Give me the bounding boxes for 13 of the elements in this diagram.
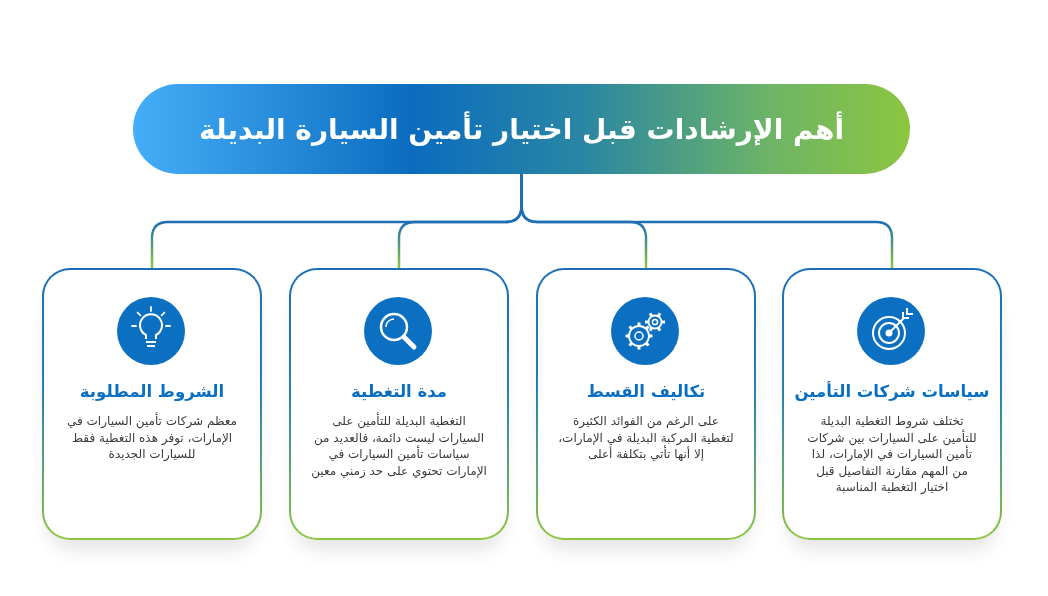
card (289, 268, 509, 540)
card-heading: سياسات شركات التأمين (793, 381, 991, 403)
card (42, 268, 262, 540)
card-text: التغطية البديلة للتأمين على السيارات ليست دائمة، فالعديد من سياسات تأمين السيارات في الإمارات تحتوي على حد زمني معين (310, 413, 488, 479)
card-text: تختلف شروط التغطية البديلة للتأمين على السيارات بين شركات تأمين السيارات في الإمارات، لذا من المهم مقارنة التفاصيل قبل اختيار التغطية المناسبة (806, 413, 978, 496)
card (782, 268, 1002, 540)
card (536, 268, 756, 540)
card-heading: الشروط المطلوبة (78, 381, 226, 403)
card-text: على الرغم من الفوائد الكثيرة لتغطية المركبة البديلة في الإمارات، إلا أنها تأتي بتكلفة أعلى (557, 413, 735, 463)
card-heading: تكاليف القسط (585, 381, 707, 403)
card-text: معظم شركات تأمين السيارات في الإمارات، توفر هذه التغطية فقط للسيارات الجديدة (66, 413, 238, 463)
card-heading: مدة التغطية (350, 381, 448, 403)
title-banner: أهم الإرشادات قبل اختيار تأمين السيارة البديلة (133, 84, 910, 174)
